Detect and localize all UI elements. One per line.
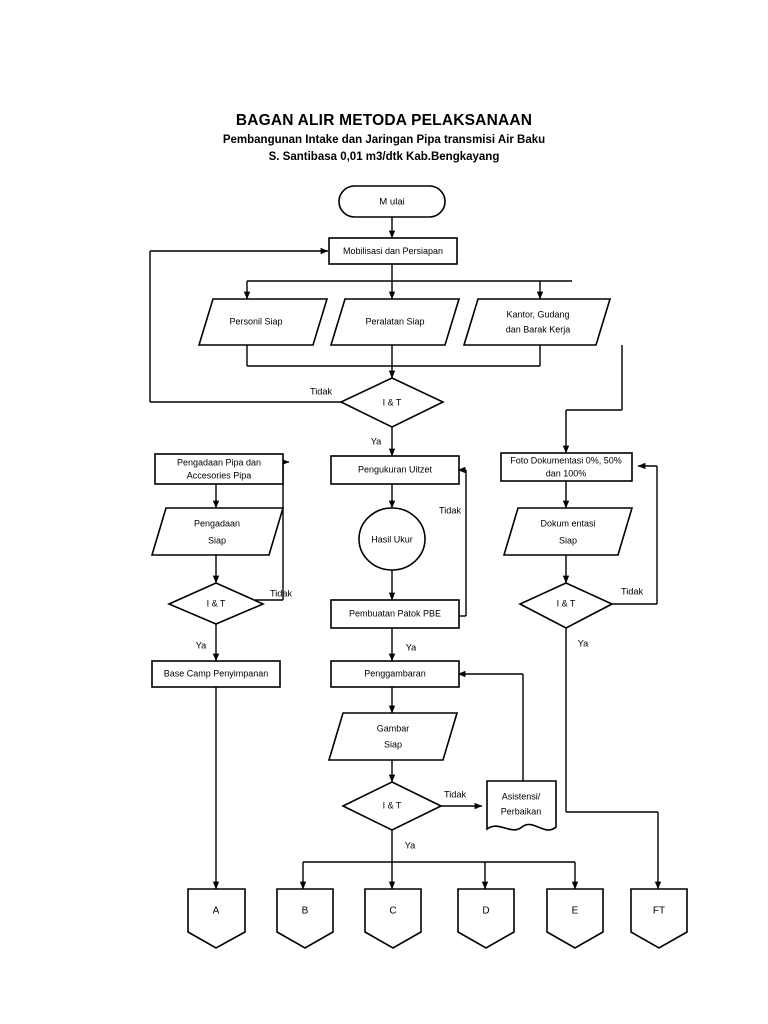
node-decision-4-label: I & T <box>383 800 402 810</box>
node-decision-4[interactable]: I & T <box>341 781 443 831</box>
edge-label-tidak-3: Tidak <box>270 588 293 598</box>
node-asistensi[interactable]: Asistensi/ Perbaikan <box>486 780 557 831</box>
edge-label-ya-3: Ya <box>406 642 417 652</box>
edge-label-ya-5: Ya <box>405 840 416 850</box>
node-kantor-gudang[interactable]: Kantor, Gudang dan Barak Kerja <box>462 298 612 346</box>
node-mobilisasi[interactable]: Mobilisasi dan Persiapan <box>328 237 458 265</box>
node-foto-dokumentasi-label-1: Foto Dokumentasi 0%, 50% <box>510 455 622 465</box>
node-peralatan-siap[interactable]: Peralatan Siap <box>329 298 461 346</box>
node-hasil-ukur-label: Hasil Ukur <box>371 534 413 544</box>
connector-a-label: A <box>213 906 220 917</box>
node-hasil-ukur[interactable]: Hasil Ukur <box>358 507 426 571</box>
node-pembuatan-patok[interactable]: Pembuatan Patok PBE <box>330 599 460 629</box>
node-foto-dokumentasi[interactable]: Foto Dokumentasi 0%, 50% dan 100% <box>500 452 633 482</box>
node-decision-1-label: I & T <box>383 397 402 407</box>
node-penggambaran[interactable]: Penggambaran <box>330 660 460 688</box>
node-kantor-gudang-label-2: dan Barak Kerja <box>506 324 571 334</box>
node-pengadaan-siap-label-1: Pengadaan <box>194 518 240 528</box>
connector-ft[interactable]: FT <box>630 888 688 949</box>
node-dokumentasi-siap-label-1: Dokum entasi <box>540 518 595 528</box>
node-dokumentasi-siap-label-2: Siap <box>559 535 577 545</box>
edge-label-tidak-2: Tidak <box>439 505 462 515</box>
node-asistensi-label-2: Perbaikan <box>501 806 542 816</box>
page-title: BAGAN ALIR METODA PELAKSANAAN <box>235 112 533 129</box>
node-base-camp-label: Base Camp Penyimpanan <box>164 668 269 678</box>
node-decision-3-label: I & T <box>557 598 576 608</box>
page-subtitle-1: Pembangunan Intake dan Jaringan Pipa tra… <box>222 134 546 146</box>
node-gambar-siap-label-2: Siap <box>384 739 402 749</box>
page-subtitle-2: S. Santibasa 0,01 m3/dtk Kab.Bengkayang <box>268 151 500 163</box>
node-gambar-siap[interactable]: Gambar Siap <box>327 712 459 761</box>
node-pengadaan-pipa[interactable]: Pengadaan Pipa dan Accesories Pipa <box>154 453 284 485</box>
node-foto-dokumentasi-label-2: dan 100% <box>546 468 587 478</box>
node-kantor-gudang-label-1: Kantor, Gudang <box>506 309 569 319</box>
node-asistensi-label-1: Asistensi/ <box>502 791 541 801</box>
connector-c-label: C <box>389 906 396 917</box>
edge-label-ya-1: Ya <box>371 436 382 446</box>
node-pengadaan-pipa-label-1: Pengadaan Pipa dan <box>177 457 261 467</box>
node-personil-siap[interactable]: Personil Siap <box>197 298 329 346</box>
node-pengukuran-uitzet-label: Pengukuran Uitzet <box>358 464 433 474</box>
edge-label-ya-4: Ya <box>578 638 589 648</box>
connector-b[interactable]: B <box>276 888 334 949</box>
connector-b-label: B <box>302 906 309 917</box>
connector-a[interactable]: A <box>187 888 246 949</box>
node-personil-siap-label: Personil Siap <box>229 316 282 326</box>
connector-c[interactable]: C <box>364 888 422 949</box>
connector-d-label: D <box>482 906 489 917</box>
node-decision-2[interactable]: I & T <box>166 582 266 625</box>
edge-label-ya-2: Ya <box>196 640 207 650</box>
node-pengadaan-siap[interactable]: Pengadaan Siap <box>150 507 285 556</box>
flow-connector-lines <box>149 217 662 890</box>
node-start-label: M ulai <box>379 197 405 208</box>
node-peralatan-siap-label: Peralatan Siap <box>365 316 424 326</box>
connector-d[interactable]: D <box>457 888 515 949</box>
node-decision-2-label: I & T <box>207 598 226 608</box>
node-base-camp[interactable]: Base Camp Penyimpanan <box>151 660 281 688</box>
node-pengadaan-siap-label-2: Siap <box>208 535 226 545</box>
edge-label-tidak-5: Tidak <box>444 789 467 799</box>
node-decision-3[interactable]: I & T <box>518 582 614 629</box>
node-dokumentasi-siap[interactable]: Dokum entasi Siap <box>502 507 634 556</box>
connector-e-label: E <box>572 906 579 917</box>
node-decision-1[interactable]: I & T <box>339 377 445 428</box>
edge-label-tidak-1: Tidak <box>310 386 333 396</box>
node-pengadaan-pipa-label-2: Accesories Pipa <box>187 470 252 480</box>
node-pembuatan-patok-label: Pembuatan Patok PBE <box>349 608 441 618</box>
edge-label-tidak-4: Tidak <box>621 586 644 596</box>
connector-e[interactable]: E <box>546 888 604 949</box>
node-mobilisasi-label: Mobilisasi dan Persiapan <box>343 246 443 256</box>
node-pengukuran-uitzet[interactable]: Pengukuran Uitzet <box>330 455 460 485</box>
connector-ft-label: FT <box>653 906 665 917</box>
node-gambar-siap-label-1: Gambar <box>377 723 410 733</box>
node-penggambaran-label: Penggambaran <box>364 668 426 678</box>
node-start[interactable]: M ulai <box>338 185 446 218</box>
